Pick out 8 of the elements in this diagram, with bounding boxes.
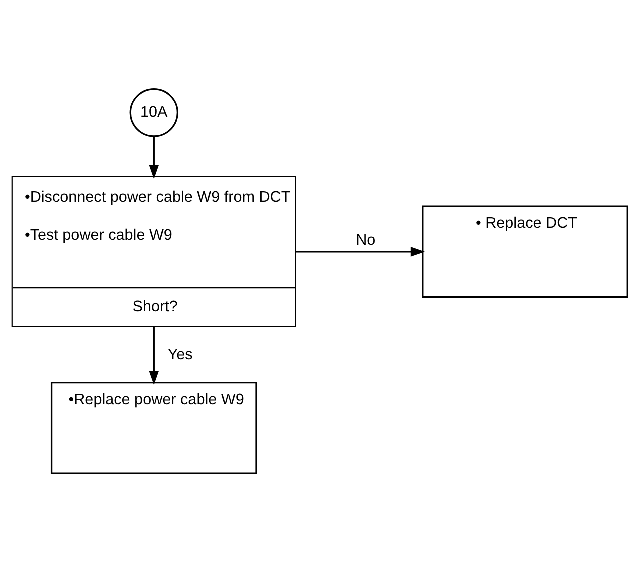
node-box: • Replace DCT [422, 205, 628, 298]
node-box: •Replace power cable W9 [50, 381, 258, 474]
edge-label: Yes [168, 346, 193, 363]
edge-label: No [356, 232, 376, 249]
arrow [149, 136, 160, 179]
arrow [296, 246, 426, 256]
node-circle: 10A [130, 88, 178, 137]
arrow [149, 326, 160, 385]
